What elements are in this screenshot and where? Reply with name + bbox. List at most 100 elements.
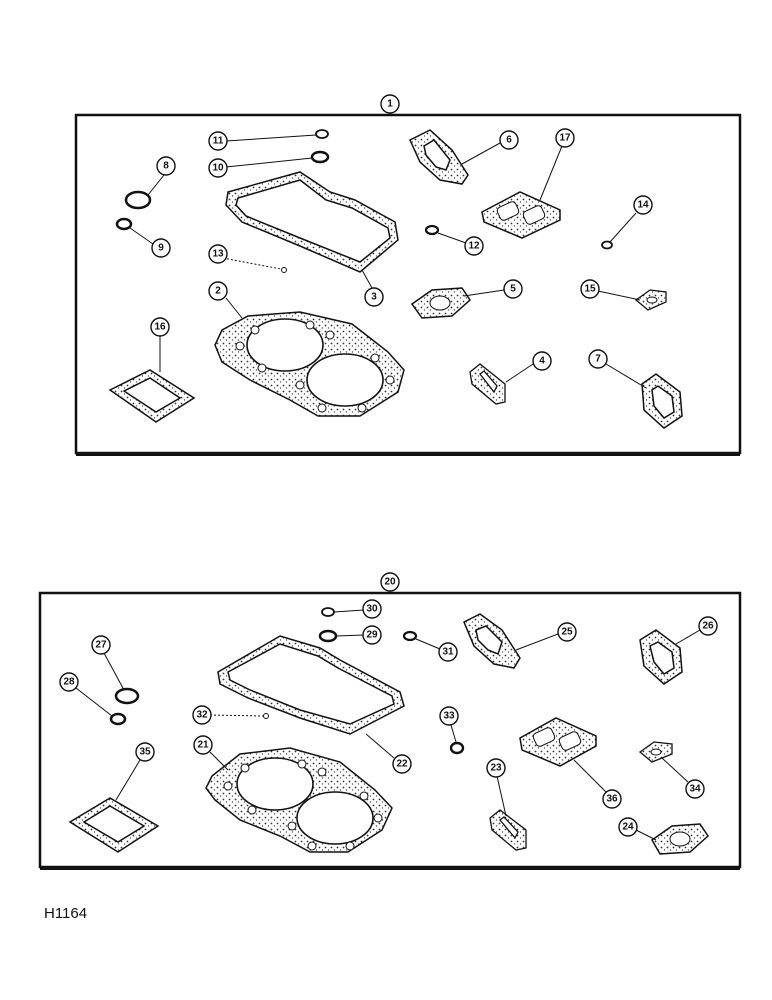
part-callout-28: 28 (59, 672, 113, 717)
part-callout-21: 21 (193, 735, 229, 771)
part-callout-27: 27 (91, 635, 125, 691)
part-callout-14: 14 (609, 195, 653, 243)
figure-id: H1164 (44, 905, 88, 922)
part-callout-23: 23 (486, 758, 507, 817)
svg-text:29: 29 (366, 630, 378, 641)
washer-29 (318, 629, 338, 643)
svg-text:32: 32 (196, 710, 208, 721)
part-callout-26: 26 (675, 616, 718, 645)
small-gasket-4 (469, 363, 506, 405)
part-callout-22: 22 (365, 733, 412, 774)
svg-text:12: 12 (468, 241, 480, 252)
small-gasket-23 (489, 809, 527, 851)
cylinder-head-gasket-2 (214, 311, 405, 417)
svg-text:26: 26 (702, 621, 714, 632)
kit-callout-20: 20 (380, 572, 400, 593)
svg-text:17: 17 (559, 133, 571, 144)
elbow-gasket-7 (641, 373, 683, 429)
svg-text:33: 33 (443, 711, 455, 722)
svg-text:35: 35 (139, 747, 151, 758)
svg-text:25: 25 (561, 627, 573, 638)
svg-text:22: 22 (396, 759, 408, 770)
svg-text:23: 23 (490, 763, 502, 774)
washer-33 (449, 741, 465, 755)
flange-gasket-6 (409, 129, 469, 185)
part-callout-9: 9 (129, 227, 171, 258)
part-callout-12: 12 (437, 232, 484, 256)
part-callout-7: 7 (588, 349, 647, 389)
part-callout-32: 32 (192, 705, 264, 725)
part-callout-11: 11 (208, 131, 317, 151)
washer-30 (321, 607, 335, 617)
washer-11 (315, 129, 329, 139)
o-ring-13 (281, 267, 287, 273)
svg-text:5: 5 (510, 284, 516, 295)
flange-gasket-25 (463, 613, 521, 669)
part-callout-5: 5 (463, 279, 523, 299)
part-callout-34: 34 (661, 757, 705, 799)
small-flange-gasket-15 (634, 289, 667, 311)
part-callout-35: 35 (115, 742, 155, 801)
svg-text:28: 28 (63, 677, 75, 688)
svg-text:36: 36 (606, 794, 618, 805)
svg-text:6: 6 (506, 135, 512, 146)
svg-text:9: 9 (158, 243, 164, 254)
svg-text:13: 13 (212, 249, 224, 260)
part-callout-13: 13 (208, 244, 282, 270)
o-ring-32 (263, 713, 269, 719)
svg-text:4: 4 (539, 356, 545, 367)
kit-panel-1 (74, 113, 742, 456)
kit-callout-1: 1 (380, 94, 400, 115)
part-callout-8: 8 (147, 156, 176, 196)
oval-flange-gasket-24 (651, 823, 709, 855)
svg-text:8: 8 (163, 161, 169, 172)
svg-text:11: 11 (213, 136, 224, 147)
double-port-gasket-17 (481, 191, 561, 239)
double-port-gasket-36 (519, 717, 597, 767)
rocker-cover-gasket-3 (225, 171, 399, 273)
part-callout-24: 24 (618, 817, 657, 841)
seal-27 (114, 687, 140, 705)
washer-31 (402, 630, 418, 642)
svg-text:2: 2 (215, 286, 221, 297)
seal-8 (124, 190, 152, 210)
oval-flange-gasket-5 (410, 287, 471, 319)
part-callout-36: 36 (573, 759, 622, 809)
svg-text:15: 15 (584, 284, 596, 295)
washer-10 (310, 150, 330, 164)
washer-12 (424, 224, 440, 236)
svg-text:1: 1 (387, 99, 393, 110)
square-gasket-16 (108, 369, 196, 423)
svg-text:27: 27 (95, 640, 107, 651)
part-callout-6: 6 (461, 130, 519, 165)
svg-text:7: 7 (595, 354, 601, 365)
svg-text:20: 20 (384, 577, 396, 588)
svg-text:16: 16 (154, 322, 166, 333)
part-callout-17: 17 (539, 128, 575, 201)
svg-text:30: 30 (366, 604, 378, 615)
part-callout-33: 33 (439, 706, 459, 743)
cylinder-head-gasket-21 (205, 747, 393, 853)
svg-text:31: 31 (442, 647, 454, 658)
part-callout-16: 16 (150, 317, 170, 372)
seal-9 (115, 217, 133, 231)
svg-text:10: 10 (212, 163, 224, 174)
svg-text:14: 14 (637, 200, 649, 211)
svg-text:3: 3 (371, 292, 377, 303)
svg-text:21: 21 (197, 740, 209, 751)
seal-28 (109, 712, 127, 726)
part-callout-30: 30 (333, 599, 382, 619)
elbow-gasket-26 (639, 629, 683, 685)
washer-14 (601, 240, 613, 250)
rocker-cover-gasket-22 (217, 635, 405, 735)
part-callout-31: 31 (415, 638, 458, 662)
square-gasket-35 (68, 797, 160, 853)
part-callout-25: 25 (515, 622, 577, 651)
part-callout-29: 29 (335, 625, 382, 645)
part-callout-3: 3 (361, 269, 384, 307)
svg-text:24: 24 (622, 822, 634, 833)
part-callout-10: 10 (208, 157, 313, 178)
small-flange-gasket-34 (638, 741, 673, 763)
svg-text:34: 34 (689, 784, 701, 795)
